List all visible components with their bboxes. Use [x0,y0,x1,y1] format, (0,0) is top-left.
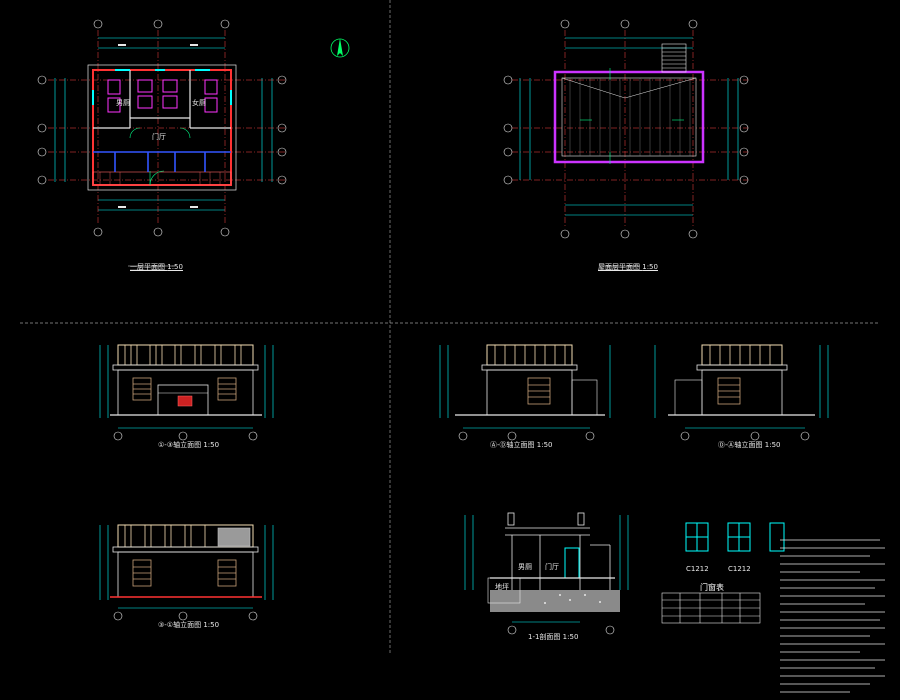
roof-plan [503,19,749,271]
section-room-b: 门厅 [545,563,559,571]
section-1-1 [464,512,629,635]
door-window-table [661,592,761,624]
north-arrow-icon [330,38,350,58]
rear-elevation-title: ③-①轴立面图 1:50 [158,621,220,629]
side-elevation-2-title: Ⓓ-Ⓐ轴立面图 1:50 [718,441,781,449]
section-room-a: 男厕 [518,563,532,571]
door-window-table-title: 门窗表 [700,583,724,592]
window-tag-1: C1212 [686,565,709,573]
room-label-male: 男厕 [116,99,130,107]
room-label-female: 女厕 [192,99,206,107]
front-elevation [99,344,274,441]
window-tag-2: C1212 [728,565,751,573]
side-elevation-2 [654,344,829,441]
side-elevation-1-title: Ⓐ-Ⓓ轴立面图 1:50 [490,441,553,449]
front-elevation-title: ①-③轴立面图 1:50 [158,441,220,449]
section-base: 地坪 [495,583,509,591]
window-details [685,522,785,552]
roof-plan-title: 屋面层平面图 1:50 [598,263,658,271]
rear-elevation [99,524,274,621]
room-label-hall: 门厅 [152,133,166,141]
section-title: 1-1剖面图 1:50 [528,633,579,641]
sheet-dividers [20,0,880,655]
ground-floor-plan [37,19,287,271]
side-elevation-1 [439,344,611,441]
design-notes [780,539,885,693]
ground-plan-title: 一层平面图 1:50 [130,263,183,271]
